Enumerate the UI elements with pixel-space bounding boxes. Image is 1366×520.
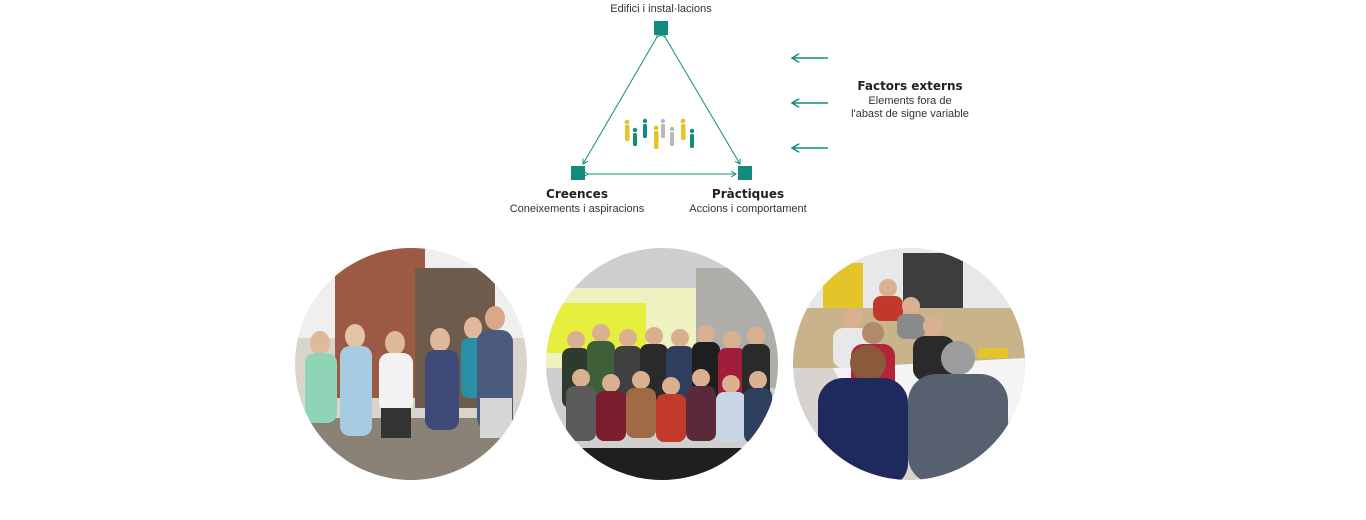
people-icon-group (624, 118, 695, 149)
external-arrows (792, 58, 828, 148)
edge-top-left (583, 37, 657, 164)
label-right-subtitle: Accions i comportament (689, 203, 807, 215)
edge-top-right (665, 37, 740, 164)
person-icon (653, 125, 659, 149)
workshop-table-photo (793, 248, 1025, 480)
person-icon (642, 118, 648, 138)
label-external: Factors externs Elements fora de l'abast… (820, 79, 1000, 120)
triangle-diagram (0, 0, 828, 230)
node-right (738, 166, 752, 180)
label-right: Pràctiques Accions i comportament (648, 187, 848, 215)
label-external-subtitle-1: Elements fora de (868, 95, 952, 107)
group-indoor-photo (546, 248, 778, 480)
label-left-title: Creences (546, 187, 608, 201)
label-left-subtitle: Coneixements i aspiracions (509, 203, 645, 215)
person-icon (632, 127, 638, 146)
label-right-title: Pràctiques (711, 187, 785, 201)
person-icon (624, 119, 630, 141)
label-top-subtitle: Edifici i instal·lacions (610, 3, 712, 15)
node-top (654, 21, 668, 35)
label-top: Edifici i instal·lacions (561, 3, 761, 15)
node-left (571, 166, 585, 180)
person-icon (669, 126, 675, 146)
person-icon (660, 118, 666, 138)
label-external-title: Factors externs (857, 79, 963, 93)
person-icon (689, 128, 695, 148)
person-icon (680, 118, 686, 140)
group-outdoor-photo (295, 248, 527, 480)
label-external-subtitle-2: l'abast de signe variable (851, 108, 969, 120)
label-left: Creences Coneixements i aspiracions (477, 187, 677, 215)
